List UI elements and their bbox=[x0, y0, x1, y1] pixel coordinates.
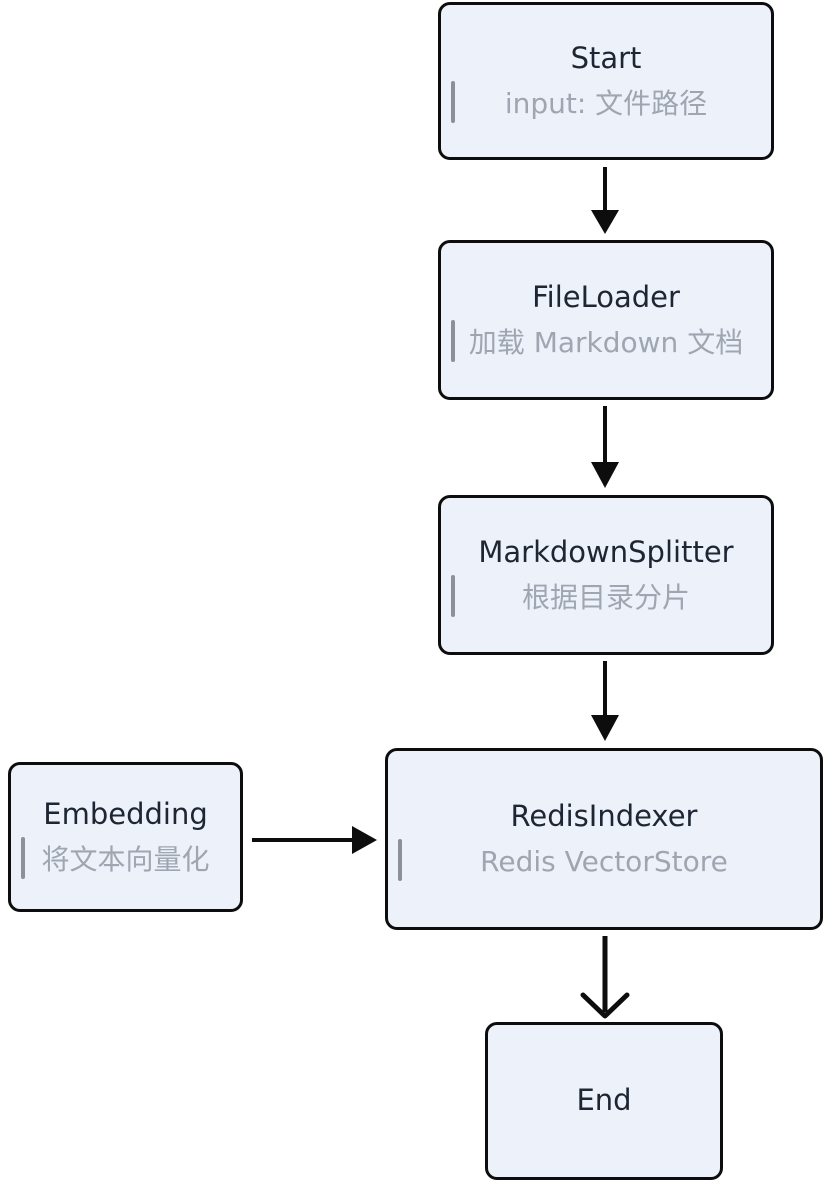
accent-bar bbox=[451, 81, 455, 123]
accent-bar bbox=[451, 320, 455, 362]
edge-markdownsplitter-redisindexer bbox=[591, 661, 619, 741]
accent-bar bbox=[451, 575, 455, 617]
node-subtitle: 将文本向量化 bbox=[41, 842, 210, 876]
node-redisindexer: RedisIndexer Redis VectorStore bbox=[385, 748, 823, 930]
node-subtitle: Redis VectorStore bbox=[480, 844, 728, 878]
node-title: Start bbox=[570, 40, 642, 75]
node-title: FileLoader bbox=[532, 279, 680, 314]
node-markdownsplitter: MarkdownSplitter 根据目录分片 bbox=[438, 495, 774, 655]
node-subtitle: 根据目录分片 bbox=[521, 580, 690, 614]
node-title: End bbox=[576, 1083, 632, 1118]
node-title: Embedding bbox=[43, 796, 208, 831]
node-end: End bbox=[485, 1022, 723, 1180]
node-title: RedisIndexer bbox=[510, 798, 698, 833]
edge-embedding-redisindexer bbox=[252, 826, 377, 854]
node-subtitle: 加载 Markdown 文档 bbox=[468, 325, 744, 359]
edge-fileloader-markdownsplitter bbox=[591, 406, 619, 488]
node-start: Start input: 文件路径 bbox=[438, 2, 774, 160]
node-title: MarkdownSplitter bbox=[478, 534, 734, 569]
accent-bar bbox=[21, 837, 25, 879]
node-subtitle: input: 文件路径 bbox=[504, 86, 708, 120]
node-fileloader: FileLoader 加载 Markdown 文档 bbox=[438, 240, 774, 400]
node-embedding: Embedding 将文本向量化 bbox=[8, 762, 243, 912]
edge-redisindexer-end bbox=[580, 936, 630, 1019]
accent-bar bbox=[398, 839, 402, 881]
edge-start-fileloader bbox=[591, 167, 619, 234]
